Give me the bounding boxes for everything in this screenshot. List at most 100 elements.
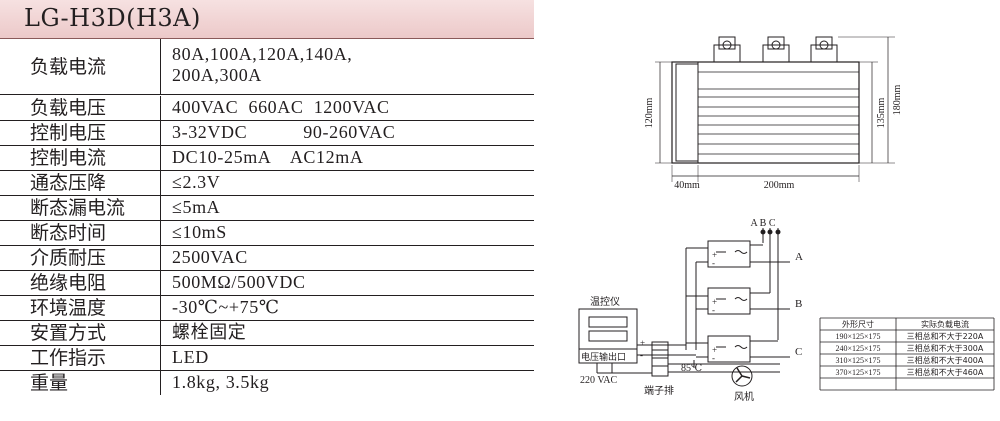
relay-side-plate: [675, 63, 699, 162]
diagram-panel: 120mm 135mm 180mm 40mm 200mm: [578, 36, 995, 403]
spec-row-insulation: 绝缘电阻 500MΩ/500VDC: [0, 271, 534, 296]
fan-icon: [731, 365, 753, 387]
spec-label: 控制电流: [30, 147, 107, 169]
plus-sign: +: [712, 345, 717, 355]
spec-value: 1.8kg, 3.5kg: [172, 372, 270, 392]
terminal-screw: [810, 36, 838, 63]
size-table-cell: 240×125×175: [835, 344, 880, 353]
minus-sign: -: [712, 305, 715, 315]
phase-header-label: A B C: [750, 218, 775, 229]
column-divider: [160, 146, 161, 170]
spec-value: ≤2.3V: [172, 172, 221, 192]
model-banner: [0, 0, 534, 38]
spec-value: ≤5mA: [172, 197, 221, 217]
terminal-screw: [713, 36, 741, 63]
relay-module-a: [707, 240, 751, 268]
size-table: [819, 317, 995, 391]
spec-row-weight: 重量 1.8kg, 3.5kg: [0, 371, 534, 395]
spec-label: 绝缘电阻: [30, 272, 107, 294]
minus-sign: -: [712, 258, 715, 268]
spec-value: 3-32VDC 90-260VAC: [172, 122, 396, 142]
spec-value: ≤10mS: [172, 222, 227, 242]
column-divider: [160, 271, 161, 295]
spec-label: 负载电压: [30, 97, 107, 119]
size-table-header: 实际负载电流: [921, 319, 969, 329]
spec-row-off-time: 断态时间 ≤10mS: [0, 221, 534, 246]
relay-module-c: [707, 335, 751, 363]
phase-a-label: A: [795, 251, 803, 263]
spec-value: 螺栓固定: [172, 322, 247, 342]
spec-value: 500MΩ/500VDC: [172, 272, 306, 292]
size-table-cell: 370×125×175: [835, 368, 880, 377]
column-divider: [160, 371, 161, 395]
dim-label-height-inner: 120mm: [644, 98, 655, 129]
spec-row-dielectric: 介质耐压 2500VAC: [0, 246, 534, 271]
column-divider: [160, 246, 161, 270]
size-table-cell: 三相总和不大于460A: [907, 367, 984, 377]
minus-sign: -: [712, 353, 715, 363]
spec-label: 负载电流: [30, 56, 107, 78]
column-divider: [160, 221, 161, 245]
column-divider: [160, 321, 161, 345]
relay-module-b: [707, 287, 751, 315]
spec-row-on-state-drop: 通态压降 ≤2.3V: [0, 171, 534, 196]
spec-label: 环境温度: [30, 297, 107, 319]
plus-sign: +: [712, 250, 717, 260]
column-divider: [160, 121, 161, 145]
column-divider: [160, 39, 161, 94]
spec-label: 断态时间: [30, 222, 107, 244]
model-title: LG-H3D(H3A): [24, 4, 201, 32]
dim-label-width-left: 40mm: [674, 180, 700, 191]
column-divider: [160, 171, 161, 195]
spec-value: DC10-25mA AC12mA: [172, 147, 364, 167]
spec-row-load-current: 负载电流 80A,100A,120A,140A, 200A,300A: [0, 39, 534, 95]
size-table-cell: 三相总和不大于300A: [907, 343, 984, 353]
spec-row-mounting: 安置方式 螺栓固定: [0, 321, 534, 346]
spec-label: 断态漏电流: [30, 197, 126, 219]
spec-row-load-voltage: 负载电压 400VAC 660AC 1200VAC: [0, 96, 534, 121]
controller-label: 温控仪: [590, 295, 620, 308]
size-table-cell: 三相总和不大于400A: [907, 355, 984, 365]
fan-label: 风机: [734, 390, 754, 403]
phase-c-label: C: [795, 346, 802, 358]
column-divider: [160, 346, 161, 370]
dimension-drawing: [655, 36, 895, 182]
thermostat-label: 85℃: [681, 363, 702, 374]
minus-sign: -: [640, 350, 643, 360]
spec-row-control-voltage: 控制电压 3-32VDC 90-260VAC: [0, 121, 534, 146]
spec-label: 控制电压: [30, 122, 107, 144]
spec-row-off-state-leakage: 断态漏电流 ≤5mA: [0, 196, 534, 221]
plus-sign: +: [712, 297, 717, 307]
phase-b-label: B: [795, 298, 802, 310]
terminal-screw: [762, 36, 790, 63]
spec-row-indicator: 工作指示 LED: [0, 346, 534, 371]
column-divider: [160, 196, 161, 220]
column-divider: [160, 96, 161, 120]
spec-row-ambient-temp: 环境温度 -30℃~+75℃: [0, 296, 534, 321]
dim-label-height-outer: 180mm: [892, 85, 903, 116]
spec-row-control-current: 控制电流 DC10-25mA AC12mA: [0, 146, 534, 171]
spec-label: 通态压降: [30, 172, 107, 194]
spec-label: 工作指示: [30, 347, 107, 369]
spec-value: 400VAC 660AC 1200VAC: [172, 97, 390, 117]
wiring-diagram: [578, 228, 790, 387]
spec-value: 80A,100A,120A,140A, 200A,300A: [172, 44, 353, 85]
spec-label: 介质耐压: [30, 247, 107, 269]
spec-label: 安置方式: [30, 322, 107, 344]
spec-label: 重量: [30, 372, 69, 394]
temperature-controller: [578, 308, 638, 364]
size-table-header: 外形尺寸: [842, 319, 874, 329]
plus-sign: +: [640, 338, 645, 348]
size-table-cell: 310×125×175: [835, 356, 880, 365]
spec-value: -30℃~+75℃: [172, 297, 280, 317]
terminal-block: [651, 341, 669, 377]
dim-label-height-mid: 135mm: [876, 98, 887, 129]
banner-divider: [0, 38, 534, 39]
output-port-label: 电压输出口: [581, 351, 626, 363]
terminal-block-label: 端子排: [644, 384, 674, 397]
dim-label-width-main: 200mm: [764, 180, 795, 191]
size-table-cell: 190×125×175: [835, 332, 880, 341]
size-table-cell: 三相总和不大于220A: [907, 331, 984, 341]
supply-label: 220 VAC: [580, 375, 617, 386]
relay-body-outline: [671, 61, 860, 164]
